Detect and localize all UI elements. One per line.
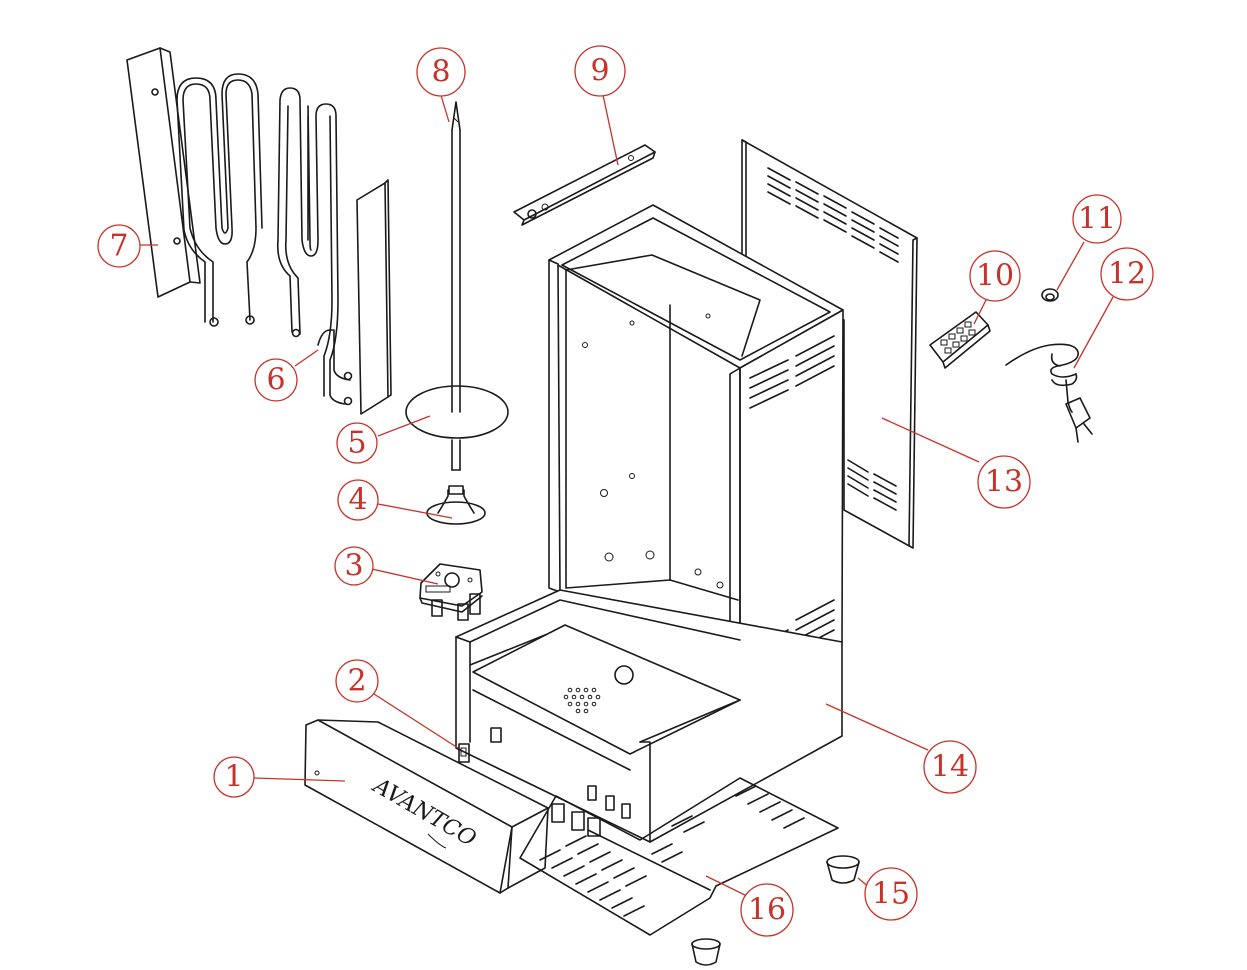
part-15-feet — [691, 855, 860, 966]
part-16-bottom-plate — [519, 777, 839, 936]
svg-text:15: 15 — [872, 877, 910, 912]
svg-text:7: 7 — [109, 229, 128, 264]
svg-text:16: 16 — [748, 893, 786, 928]
svg-text:8: 8 — [431, 55, 450, 90]
part-5-drip-plate — [405, 385, 509, 439]
part-10-terminal-block — [929, 311, 991, 369]
callout-4: 4 — [337, 479, 379, 521]
part-11-strain-relief — [1041, 288, 1059, 302]
svg-text:6: 6 — [266, 363, 285, 398]
callout-6: 6 — [254, 358, 298, 402]
reflector-panel — [356, 179, 392, 415]
svg-text:4: 4 — [348, 483, 367, 518]
svg-text:9: 9 — [590, 54, 609, 89]
svg-text:10: 10 — [976, 259, 1014, 294]
callout-9: 9 — [574, 45, 626, 97]
callout-14: 14 — [923, 740, 977, 794]
svg-text:11: 11 — [1078, 202, 1116, 237]
part-4-coupler-base — [426, 485, 486, 525]
part-3-motor — [419, 563, 483, 621]
part-13-back-panel — [741, 139, 918, 549]
callout-2: 2 — [335, 659, 379, 703]
callout-10: 10 — [969, 250, 1021, 302]
callout-13: 13 — [977, 455, 1031, 509]
callout-12: 12 — [1100, 247, 1154, 301]
svg-text:12: 12 — [1108, 257, 1146, 292]
svg-text:3: 3 — [344, 549, 363, 584]
control-switches — [551, 803, 601, 837]
callout-11: 11 — [1072, 194, 1122, 244]
part-9-top-bracket — [513, 144, 656, 226]
callout-8: 8 — [416, 47, 466, 97]
svg-text:14: 14 — [931, 750, 969, 785]
svg-text:1: 1 — [224, 760, 243, 795]
part-6-heating-elements — [176, 73, 353, 406]
svg-text:5: 5 — [347, 426, 366, 461]
leader-lines — [139, 91, 1114, 897]
part-12-power-cord — [1005, 343, 1093, 443]
callout-15: 15 — [864, 867, 918, 921]
callout-5: 5 — [336, 422, 378, 464]
callout-16: 16 — [740, 883, 794, 937]
callout-1: 1 — [213, 756, 255, 798]
part-14-cabinet — [455, 204, 844, 843]
part-7-heat-shield — [126, 47, 201, 298]
svg-text:2: 2 — [347, 664, 366, 699]
svg-text:13: 13 — [985, 465, 1023, 500]
callout-3: 3 — [334, 546, 374, 586]
callout-7: 7 — [97, 224, 141, 268]
part-8-spit-rod — [451, 101, 461, 471]
part-2-switch — [458, 743, 470, 763]
